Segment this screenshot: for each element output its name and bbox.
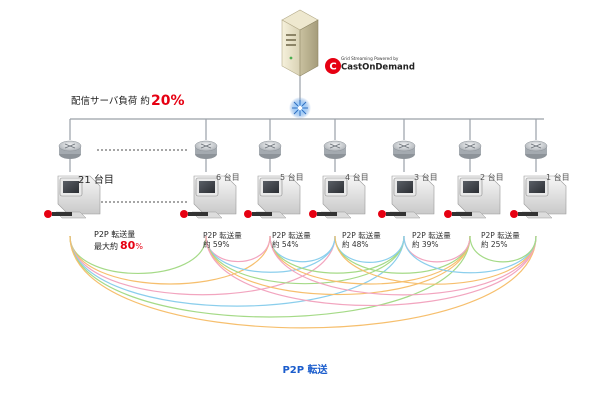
p2p-arc	[69, 235, 336, 296]
p2p-caption: P2P 転送	[282, 363, 328, 376]
router-pc-links	[69, 158, 537, 172]
computer-icon	[309, 175, 366, 219]
p2p-arcs	[69, 235, 537, 329]
p2p-arc	[69, 235, 405, 307]
router-icon	[194, 140, 218, 159]
p2p-arc	[334, 235, 537, 285]
p2p-stat-6-line1: P2P 転送量	[203, 230, 242, 240]
p2p-stat-4-line2: 約 48%	[342, 239, 369, 249]
brand-logo-small	[378, 210, 406, 218]
p2p-stat-2-line1: P2P 転送量	[481, 230, 520, 240]
server-load-value: 20%	[151, 93, 185, 109]
p2p-arc	[69, 235, 271, 285]
brand-logo: C Grid Streaming Powered by CastOnDemand	[325, 56, 415, 74]
brand-name: CastOnDemand	[341, 63, 415, 73]
p2p-stat-5-line2: 約 54%	[272, 239, 299, 249]
computer-icon	[244, 175, 301, 219]
server-load-label: 配信サーバ負荷 約	[71, 95, 150, 107]
p2p-stat-4-line1: P2P 転送量	[342, 230, 381, 240]
router-icon	[458, 140, 482, 159]
client-label-1: 1 台目	[546, 172, 570, 182]
first-client-label: 21 台目	[78, 173, 114, 186]
p2p-stat-2-line2: 約 25%	[481, 239, 508, 249]
brand-logo-small	[244, 210, 272, 218]
router-icon	[392, 140, 416, 159]
p2p-arc	[69, 235, 537, 329]
p2p-stat-3-line1: P2P 転送量	[412, 230, 451, 240]
router-icon	[524, 140, 548, 159]
computer-icon	[444, 175, 501, 219]
client-label-5: 5 台目	[280, 172, 304, 182]
p2p-arc	[205, 235, 471, 296]
p2p-arc	[269, 235, 471, 285]
brand-logo-small	[510, 210, 538, 218]
svg-text:C: C	[329, 62, 336, 73]
brand-logo-small	[44, 210, 72, 218]
computer-icon	[510, 175, 567, 219]
computer-icon	[44, 175, 101, 219]
p2p-stat-3-line2: 約 39%	[412, 239, 439, 249]
router-icon	[258, 140, 282, 159]
p2p-arc	[269, 235, 537, 296]
p2p-stat-6-line2: 約 59%	[203, 239, 230, 249]
client-label-6: 6 台目	[216, 172, 240, 182]
server-icon	[281, 9, 319, 77]
router-icon	[323, 140, 347, 159]
first-client-p2p-line1: P2P 転送量	[94, 229, 135, 239]
computer-icon	[180, 175, 237, 219]
p2p-arc	[205, 235, 537, 306]
computer-icon	[378, 175, 435, 219]
p2p-arc	[69, 235, 471, 318]
brand-tagline: Grid Streaming Powered by	[341, 56, 399, 61]
p2p-stat-5-line1: P2P 転送量	[272, 230, 311, 240]
p2p-arc	[205, 235, 405, 285]
hub-icon	[289, 97, 311, 119]
client-label-4: 4 台目	[345, 172, 369, 182]
p2p-stats: P2P 転送量 約 59% P2P 転送量 約 54% P2P 転送量 約 48…	[203, 230, 520, 249]
p2p-arc	[69, 235, 207, 275]
brand-logo-small	[309, 210, 337, 218]
p2p-arc	[469, 235, 537, 263]
router-icon	[58, 140, 82, 159]
brand-logo-small	[444, 210, 472, 218]
client-label-2: 2 台目	[480, 172, 504, 182]
ellipsis-dots	[97, 149, 187, 203]
brand-logo-small	[180, 210, 208, 218]
client-label-3: 3 台目	[414, 172, 438, 182]
